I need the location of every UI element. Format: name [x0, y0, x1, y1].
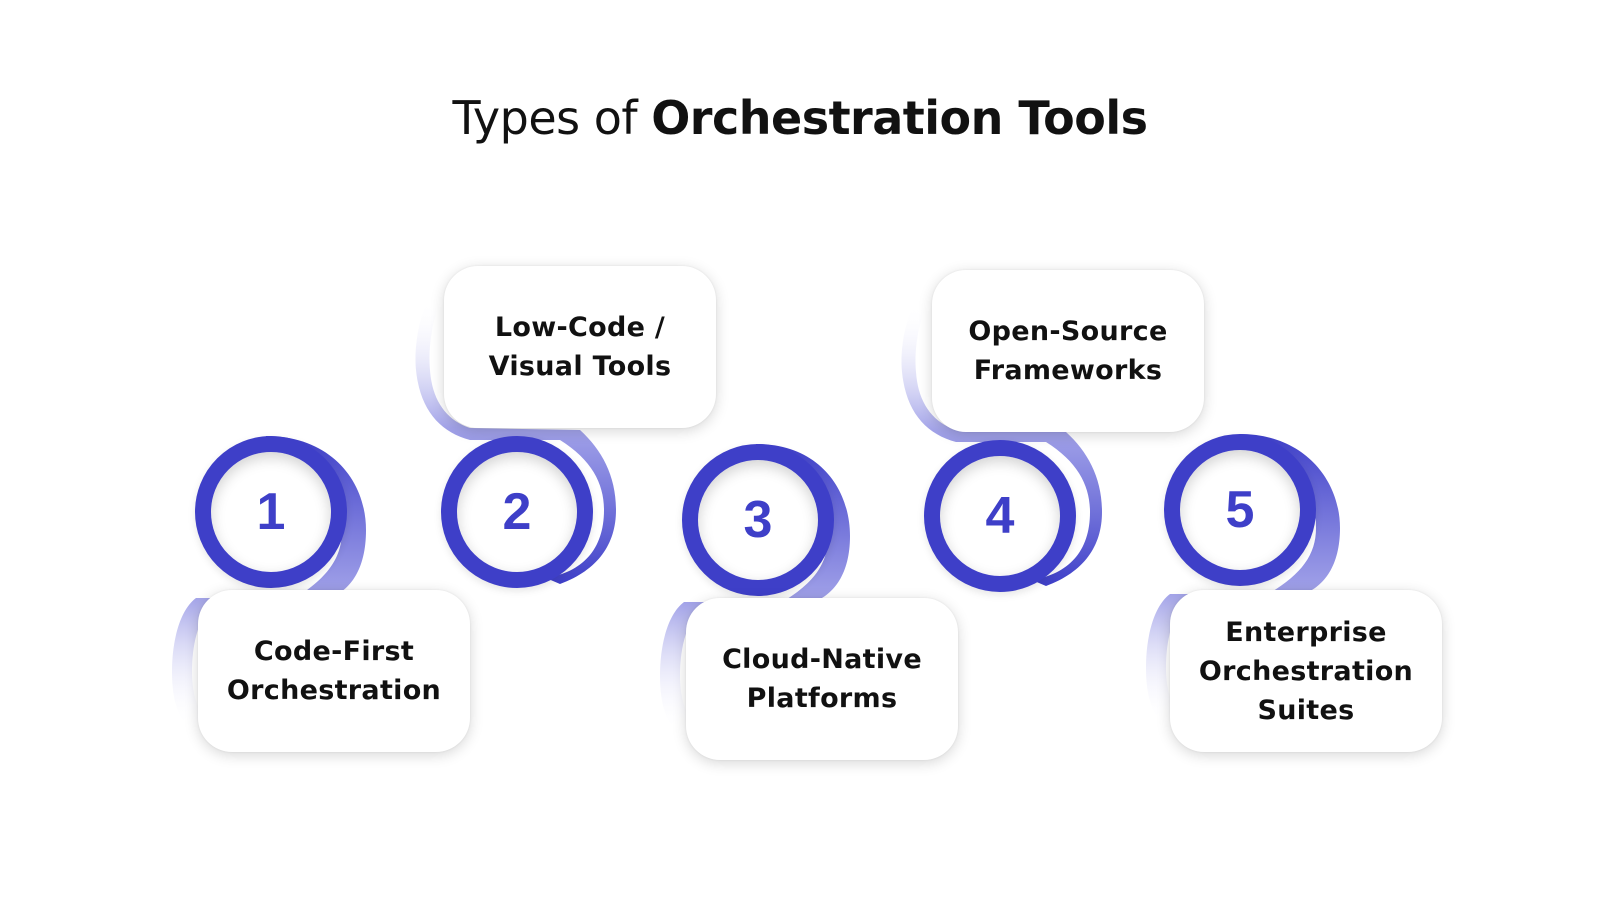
step-number-4: 4: [985, 487, 1015, 545]
step-label-2: Low-Code / Visual Tools: [488, 312, 672, 382]
step-label-3: Cloud-Native Platforms: [722, 644, 922, 714]
step-label-4: Open-Source Frameworks: [968, 316, 1168, 386]
page-title: Types of Orchestration Tools: [0, 88, 1600, 148]
label-card-2: Low-Code / Visual Tools: [444, 266, 716, 428]
number-circle-5: 5: [1164, 434, 1316, 586]
label-card-5: Enterprise Orchestration Suites: [1170, 590, 1442, 752]
step-number-3: 3: [743, 491, 773, 549]
number-circle-2: 2: [441, 436, 593, 588]
step-number-5: 5: [1225, 481, 1255, 539]
step-label-1: Code-First Orchestration: [226, 636, 442, 706]
label-card-3: Cloud-Native Platforms: [686, 598, 958, 760]
label-card-4: Open-Source Frameworks: [932, 270, 1204, 432]
title-bold: Orchestration Tools: [651, 91, 1148, 145]
step-label-5: Enterprise Orchestration Suites: [1198, 616, 1414, 726]
label-card-1: Code-First Orchestration: [198, 590, 470, 752]
step-number-1: 1: [256, 483, 286, 541]
title-light: Types of: [452, 91, 638, 145]
step-number-2: 2: [502, 483, 532, 541]
